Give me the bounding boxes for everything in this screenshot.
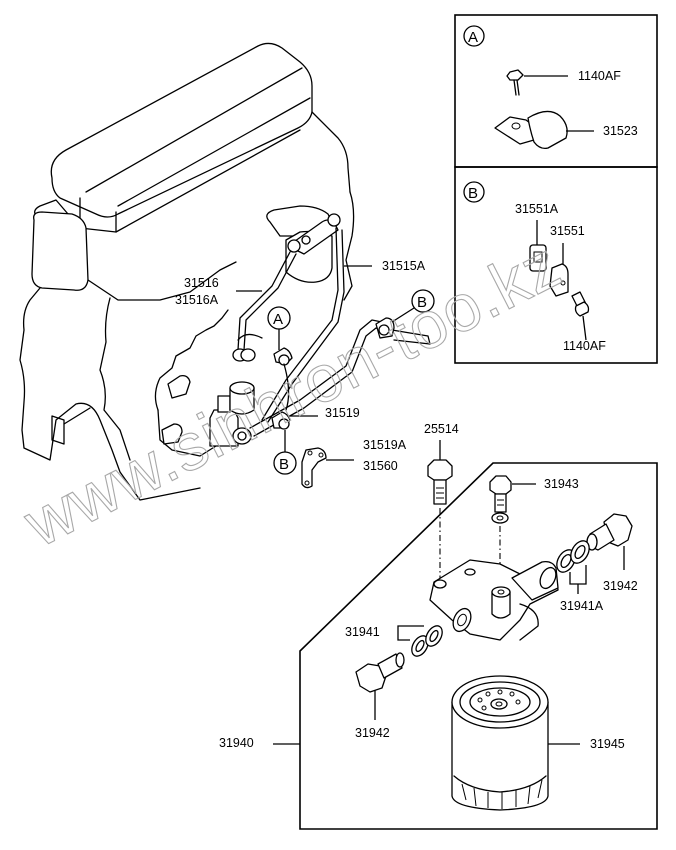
- bolt-1140AF-icon: [506, 69, 524, 96]
- label-31945: 31945: [590, 737, 625, 751]
- callout-b-lower: B: [279, 456, 289, 473]
- detail-b-callout: B: [468, 185, 478, 202]
- fuel-pipes: [232, 227, 431, 437]
- bolt-1140AF-b-icon: [571, 291, 590, 317]
- label-31942-right: 31942: [603, 579, 638, 593]
- washers-31941A: 31941A: [556, 540, 604, 613]
- callout-b-upper: B: [417, 294, 427, 311]
- label-25514: 25514: [424, 422, 459, 436]
- label-31560: 31560: [363, 459, 398, 473]
- label-1140AF-b: 1140AF: [563, 339, 606, 353]
- label-31515A: 31515A: [382, 259, 426, 273]
- clamp-31523-icon: [494, 110, 568, 150]
- oil-filter-head: [429, 559, 559, 641]
- bolt-31943: 31943: [489, 475, 579, 600]
- label-31519: 31519: [325, 406, 360, 420]
- engine-block: [19, 42, 355, 501]
- bolt-25514: 25514: [424, 422, 459, 580]
- banjo-bolt-right: 31942: [586, 513, 638, 593]
- washers-31941: 31941: [345, 625, 443, 657]
- label-31941: 31941: [345, 625, 380, 639]
- label-31941A: 31941A: [560, 599, 604, 613]
- label-31551A: 31551A: [515, 202, 559, 216]
- bracket-31560: [301, 447, 327, 489]
- banjo-bolt-left: 31942: [355, 652, 405, 740]
- detail-view-a: A 1140AF 31523: [454, 14, 658, 168]
- label-31942-left: 31942: [355, 726, 390, 740]
- label-1140AF-a: 1140AF: [578, 69, 621, 83]
- filter-assembly-box: 31940: [219, 462, 658, 830]
- engine-labels: 31516 31516A 31515A 31519 31519A 31560 A…: [175, 259, 435, 475]
- label-31516A: 31516A: [175, 293, 219, 307]
- detail-view-b: B 31551A 31551 1140AF: [454, 166, 658, 364]
- clamp-insert-31551A-icon: [529, 244, 547, 272]
- label-31943: 31943: [544, 477, 579, 491]
- label-31519A: 31519A: [363, 438, 407, 452]
- label-31523: 31523: [603, 124, 638, 138]
- label-31940: 31940: [219, 736, 254, 750]
- clamp-31551-icon: [549, 263, 569, 297]
- fuel-filter-head: [266, 205, 341, 283]
- detail-a-callout: A: [468, 29, 478, 46]
- callout-a: A: [273, 311, 283, 328]
- label-31551: 31551: [550, 224, 585, 238]
- oil-filter-cartridge: 31945: [451, 675, 625, 811]
- label-31516: 31516: [184, 276, 219, 290]
